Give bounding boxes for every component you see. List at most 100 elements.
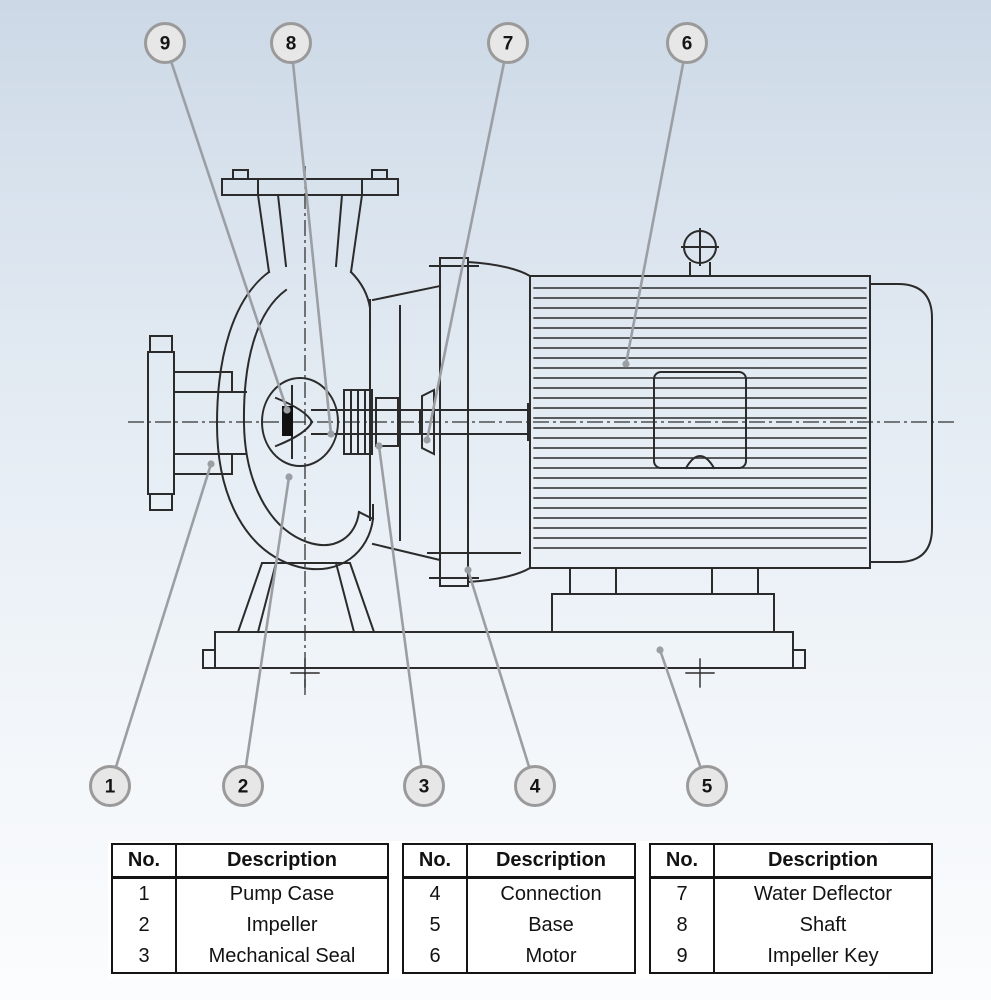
- part-description: Base: [466, 910, 635, 941]
- parts-row: 4 Connection: [403, 877, 635, 910]
- part-description: Impeller: [175, 910, 388, 941]
- column-header: Description: [713, 844, 932, 878]
- base-plate: [202, 631, 806, 688]
- part-number: 1: [138, 883, 150, 905]
- callout-number: 5: [702, 777, 713, 798]
- discharge-neck: [256, 193, 364, 274]
- leader-dot-4: [464, 566, 472, 574]
- part-number: 7: [676, 883, 688, 905]
- motor-feet: [551, 567, 775, 633]
- callout-5: 5: [686, 765, 728, 807]
- part-description: Shaft: [713, 910, 932, 941]
- centerlines: [128, 166, 958, 696]
- header-row: No. Description: [650, 844, 932, 878]
- shaft: [311, 403, 529, 441]
- parts-row: 1 Pump Case: [112, 877, 388, 910]
- leader-line-9: [163, 42, 289, 411]
- parts-row: 8 Shaft: [650, 910, 932, 941]
- column-header: Description: [175, 844, 388, 878]
- mechanical-seal: [343, 389, 399, 455]
- line-art: [147, 169, 933, 688]
- part-description: Pump Case: [175, 877, 388, 910]
- pump-cross-section-drawing: 1 2 3 4 5 6 7 8 9: [89, 22, 958, 807]
- callout-balloon: [222, 765, 264, 807]
- leader-dot-3: [375, 442, 383, 450]
- leader-dot-8: [327, 430, 335, 438]
- parts-table-1-3: No. Description 1 Pump Case 2 Impeller 3 Mechan…: [111, 843, 389, 974]
- part-description: Connection: [466, 877, 635, 910]
- callout-2: 2: [222, 765, 264, 807]
- part-number: 5: [429, 914, 441, 936]
- column-header: No.: [665, 849, 699, 871]
- callout-6: 6: [666, 22, 708, 64]
- pump-case: [215, 270, 375, 571]
- column-header: No.: [127, 849, 161, 871]
- base-cross-marks: [290, 658, 715, 688]
- leader-dot-7: [423, 436, 431, 444]
- part-number: 6: [429, 945, 441, 967]
- parts-table-4-6: No.Description 4 Connection 5 Base 6 Motor: [402, 843, 636, 974]
- part-number: 8: [676, 914, 688, 936]
- leader-line-5: [658, 649, 709, 787]
- leader-line-6: [624, 42, 689, 365]
- leader-line-2: [241, 476, 291, 787]
- part-description: Impeller Key: [713, 941, 932, 973]
- leader-line-7: [425, 42, 510, 441]
- parts-row: 7 Water Deflector: [650, 877, 932, 910]
- motor-fins: [533, 287, 867, 549]
- callout-balloon: [686, 765, 728, 807]
- callout-number: 7: [503, 34, 514, 55]
- callout-9: 9: [144, 22, 186, 64]
- discharge-flange: [221, 169, 399, 196]
- leader-dot-1: [207, 460, 215, 468]
- callout-number: 4: [530, 777, 541, 798]
- callout-4: 4: [514, 765, 556, 807]
- callout-7: 7: [487, 22, 529, 64]
- leader-line-3: [377, 445, 426, 787]
- callout-balloon: [403, 765, 445, 807]
- pump-pedestal: [236, 561, 376, 634]
- part-number: 9: [676, 945, 688, 967]
- callout-number: 1: [105, 777, 116, 798]
- leader-dot-2: [285, 473, 293, 481]
- callout-number: 6: [682, 34, 693, 55]
- callout-number: 9: [160, 34, 171, 55]
- callout-balloon: [666, 22, 708, 64]
- leader-line-8: [289, 42, 333, 435]
- parts-row: 6 Motor: [403, 941, 635, 973]
- leader-dot-9: [283, 406, 291, 414]
- water-deflector: [421, 388, 435, 456]
- terminal-box: [653, 371, 747, 470]
- callout-balloon: [270, 22, 312, 64]
- header-row: No.Description: [403, 844, 635, 878]
- part-description: Water Deflector: [713, 877, 932, 910]
- callout-balloon: [487, 22, 529, 64]
- parts-row: 3 Mechanical Seal: [112, 941, 388, 973]
- header-row: No. Description: [112, 844, 388, 878]
- callout-1: 1: [89, 765, 131, 807]
- part-description: Motor: [466, 941, 635, 973]
- callout-number: 3: [419, 777, 430, 798]
- leader-dot-5: [656, 646, 664, 654]
- part-number: 3: [138, 945, 150, 967]
- column-header: Description: [466, 844, 635, 878]
- motor: [466, 228, 933, 584]
- part-number: 4: [429, 883, 441, 905]
- connection-bracket: [371, 257, 521, 587]
- suction-flange: [147, 335, 247, 511]
- eyebolt: [681, 228, 719, 277]
- callout-number: 2: [238, 777, 249, 798]
- callout-3: 3: [403, 765, 445, 807]
- parts-row: 9 Impeller Key: [650, 941, 932, 973]
- part-number: 2: [138, 914, 150, 936]
- leader-dot-6: [622, 360, 630, 368]
- callout-8: 8: [270, 22, 312, 64]
- leader-line-4: [466, 569, 537, 787]
- callout-balloon: [514, 765, 556, 807]
- callout-circles: 1 2 3 4 5 6 7 8 9: [89, 22, 728, 807]
- part-description: Mechanical Seal: [175, 941, 388, 973]
- callout-balloon: [144, 22, 186, 64]
- callout-number: 8: [286, 34, 297, 55]
